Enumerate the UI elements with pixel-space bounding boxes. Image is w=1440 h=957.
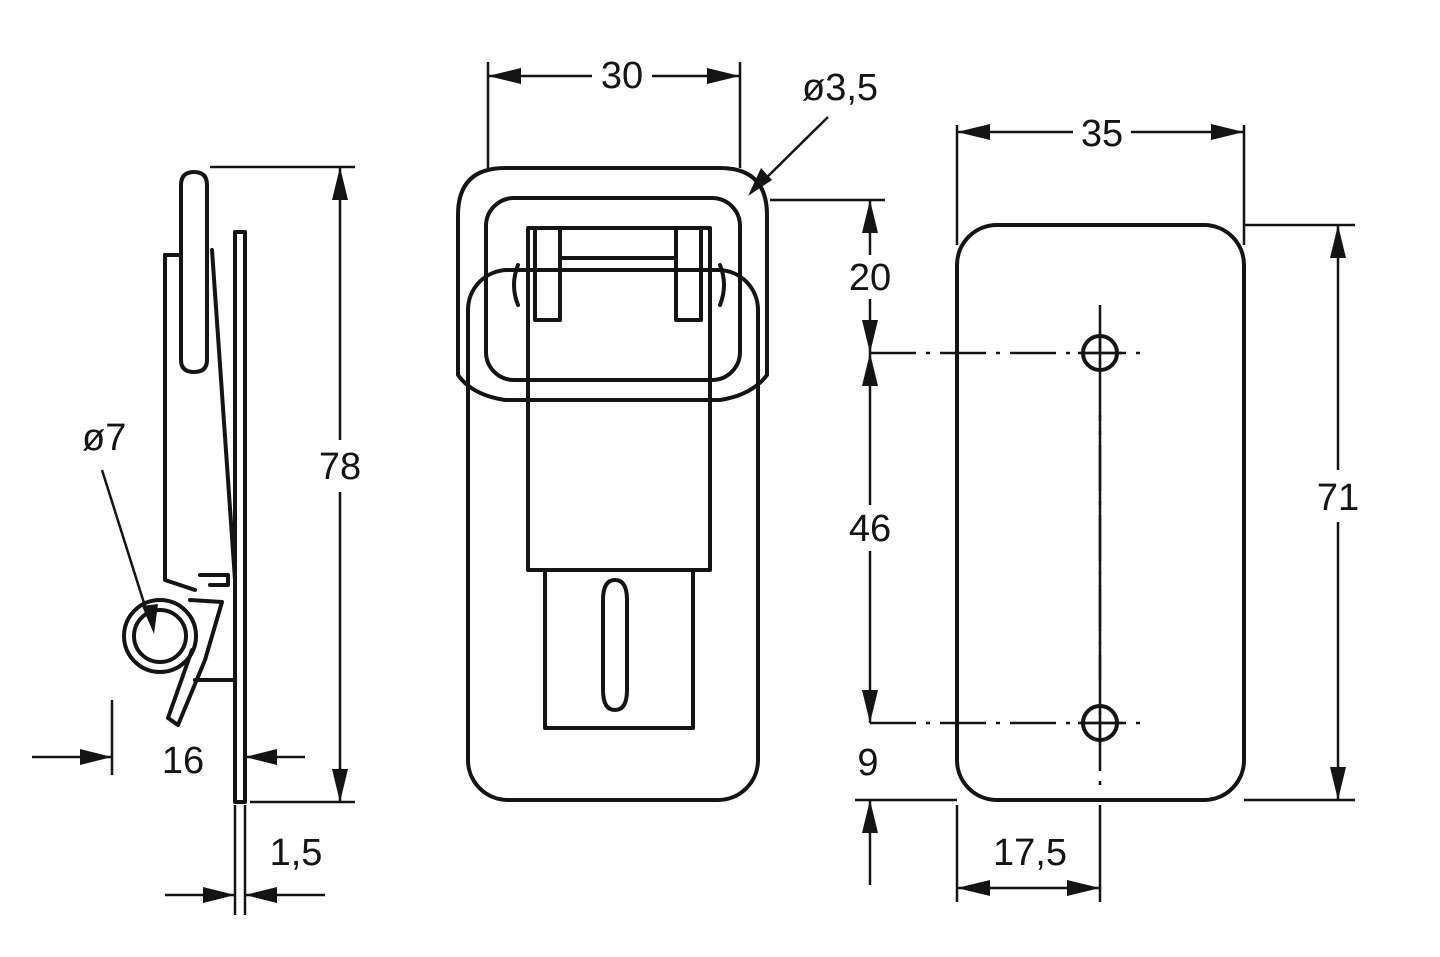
front-hinge-left <box>533 226 562 322</box>
side-spring-line <box>210 248 237 582</box>
dim-plate-half-width: 17,5 <box>993 832 1067 874</box>
front-view: 30 ø3,5 <box>456 55 878 802</box>
front-loop-outer <box>456 166 769 402</box>
dim-top-offset: 20 <box>849 257 891 299</box>
dim-bottom-offset: 9 <box>857 742 878 784</box>
side-latch-body <box>163 253 197 592</box>
side-pin-inner <box>132 608 188 664</box>
dim-plate-height: 71 <box>1317 477 1359 519</box>
dim-overall-height: 78 <box>319 446 361 488</box>
side-back-plate <box>233 230 247 804</box>
front-tongue-slot <box>601 578 629 712</box>
dim-pin-diameter: ø7 <box>82 417 126 459</box>
dim-depth: 16 <box>162 740 204 782</box>
plate-view: 35 71 20 46 9 17,5 <box>770 112 1368 902</box>
dim-hole-diameter: ø3,5 <box>802 67 878 109</box>
side-pin-outer <box>122 598 198 674</box>
dim-plate-width: 35 <box>1081 113 1123 155</box>
side-view: 78 ø7 16 1,5 <box>32 165 370 915</box>
dim-plate-thickness: 1,5 <box>270 832 323 874</box>
side-latch-step <box>198 573 230 587</box>
dim-front-width: 30 <box>601 55 643 97</box>
front-base-plate <box>466 268 760 802</box>
side-hook <box>166 598 224 727</box>
side-lever-tab <box>179 170 209 374</box>
front-hinge-right <box>674 226 703 322</box>
dim-hole-spacing: 46 <box>849 508 891 550</box>
front-loop-inner <box>484 196 742 382</box>
plate-outline <box>955 223 1246 802</box>
front-tongue <box>543 568 695 730</box>
